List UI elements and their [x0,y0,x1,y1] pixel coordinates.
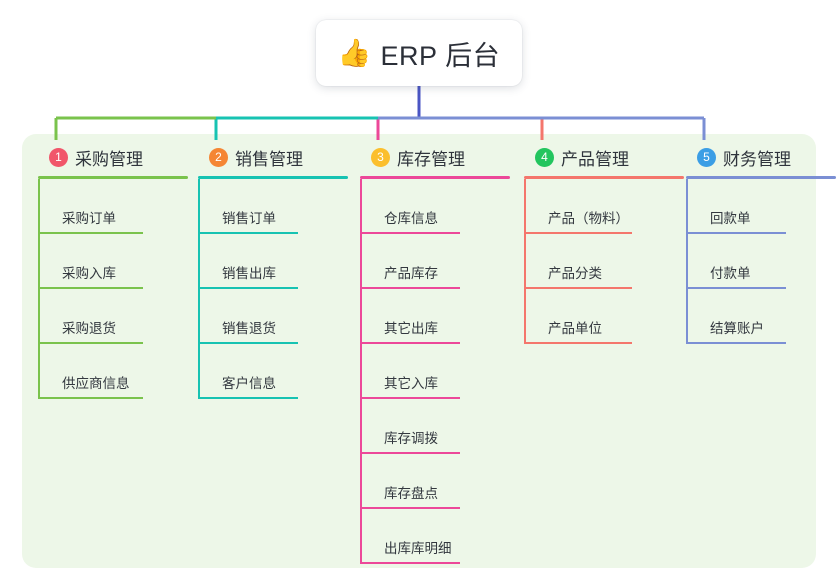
list-item[interactable]: 产品（物料） [524,179,684,234]
list-item-underline [360,507,460,509]
list-item[interactable]: 销售订单 [198,179,348,234]
list-item-label: 采购入库 [62,266,116,281]
list-item-label: 产品库存 [384,266,438,281]
column-items: 销售订单销售出库销售退货客户信息 [198,179,348,399]
list-item-label: 库存调拨 [384,431,438,446]
list-item-label: 仓库信息 [384,211,438,226]
list-item-underline [360,342,460,344]
list-item[interactable]: 仓库信息 [360,179,510,234]
list-item-underline [686,287,786,289]
column-header-underline [524,176,684,179]
list-item-underline [360,562,460,564]
column-title: 库存管理 [397,149,465,169]
column-badge-icon: 3 [371,147,390,167]
list-item-underline [686,232,786,234]
list-item-label: 产品分类 [548,266,602,281]
list-item-underline [524,232,632,234]
list-item[interactable]: 回款单 [686,179,836,234]
list-item-label: 供应商信息 [62,376,130,391]
column-2: 2 销售管理销售订单销售出库销售退货客户信息 [198,145,348,399]
list-item[interactable]: 其它入库 [360,344,510,399]
column-badge-icon: 2 [209,147,228,167]
list-item[interactable]: 销售出库 [198,234,348,289]
column-header-underline [198,176,348,179]
column-header-2[interactable]: 2 销售管理 [198,145,348,169]
list-item-label: 其它入库 [384,376,438,391]
list-item[interactable]: 客户信息 [198,344,348,399]
list-item-underline [360,452,460,454]
column-items: 产品（物料） 产品分类产品单位 [524,179,684,344]
column-badge-icon: 4 [535,147,554,167]
list-item-underline [524,342,632,344]
column-4: 4 产品管理产品（物料） 产品分类产品单位 [524,145,684,344]
column-header-1[interactable]: 1 采购管理 [38,145,188,169]
column-badge-icon: 1 [49,147,68,167]
list-item-underline [198,287,298,289]
column-items: 采购订单采购入库采购退货供应商信息 [38,179,188,399]
column-header-3[interactable]: 3 库存管理 [360,145,510,169]
list-item-underline [198,342,298,344]
list-item-underline [360,287,460,289]
list-item[interactable]: 结算账户 [686,289,836,344]
list-item-underline [524,287,632,289]
list-item-underline [198,232,298,234]
list-item-label: 采购退货 [62,321,116,336]
column-title: 销售管理 [235,149,303,169]
list-item-underline [360,397,460,399]
list-item-label: 库存盘点 [384,486,438,501]
list-item[interactable]: 付款单 [686,234,836,289]
list-item-underline [198,397,298,399]
list-item[interactable]: 产品库存 [360,234,510,289]
list-item-label: 采购订单 [62,211,116,226]
column-header-underline [360,176,510,179]
list-item[interactable]: 出库库明细 [360,509,510,564]
column-badge-icon: 5 [697,147,716,167]
column-header-4[interactable]: 4 产品管理 [524,145,684,169]
list-item-underline [38,232,143,234]
root-node[interactable]: 👍 ERP 后台 [316,20,522,86]
list-item[interactable]: 销售退货 [198,289,348,344]
list-item-label: 产品单位 [548,321,602,336]
column-title: 产品管理 [561,149,629,169]
list-item[interactable]: 产品单位 [524,289,684,344]
list-item-label: 出库库明细 [384,541,452,556]
thumbs-up-icon: 👍 [337,37,372,69]
diagram-panel [22,134,816,568]
list-item[interactable]: 库存调拨 [360,399,510,454]
list-item[interactable]: 库存盘点 [360,454,510,509]
list-item[interactable]: 产品分类 [524,234,684,289]
list-item-underline [360,232,460,234]
list-item-label: 付款单 [710,266,751,281]
list-item-label: 销售出库 [222,266,276,281]
list-item-label: 销售订单 [222,211,276,226]
column-title: 财务管理 [723,149,791,169]
column-items: 回款单付款单结算账户 [686,179,836,344]
list-item-underline [38,342,143,344]
column-header-underline [686,176,836,179]
column-3: 3 库存管理仓库信息产品库存其它出库其它入库库存调拨库存盘点出库库明细 [360,145,510,564]
list-item-label: 结算账户 [710,321,764,336]
list-item-label: 其它出库 [384,321,438,336]
root-title: ERP 后台 [380,40,501,71]
list-item-underline [686,342,786,344]
column-5: 5 财务管理回款单付款单结算账户 [686,145,836,344]
list-item[interactable]: 采购订单 [38,179,188,234]
list-item[interactable]: 供应商信息 [38,344,188,399]
list-item-label: 回款单 [710,211,751,226]
list-item-label: 产品（物料） [548,211,629,226]
column-items: 仓库信息产品库存其它出库其它入库库存调拨库存盘点出库库明细 [360,179,510,564]
column-header-5[interactable]: 5 财务管理 [686,145,836,169]
column-1: 1 采购管理采购订单采购入库采购退货供应商信息 [38,145,188,399]
column-title: 采购管理 [75,149,143,169]
list-item-underline [38,397,143,399]
list-item[interactable]: 采购退货 [38,289,188,344]
list-item-label: 客户信息 [222,376,276,391]
column-header-underline [38,176,188,179]
list-item-underline [38,287,143,289]
list-item[interactable]: 其它出库 [360,289,510,344]
list-item-label: 销售退货 [222,321,276,336]
list-item[interactable]: 采购入库 [38,234,188,289]
